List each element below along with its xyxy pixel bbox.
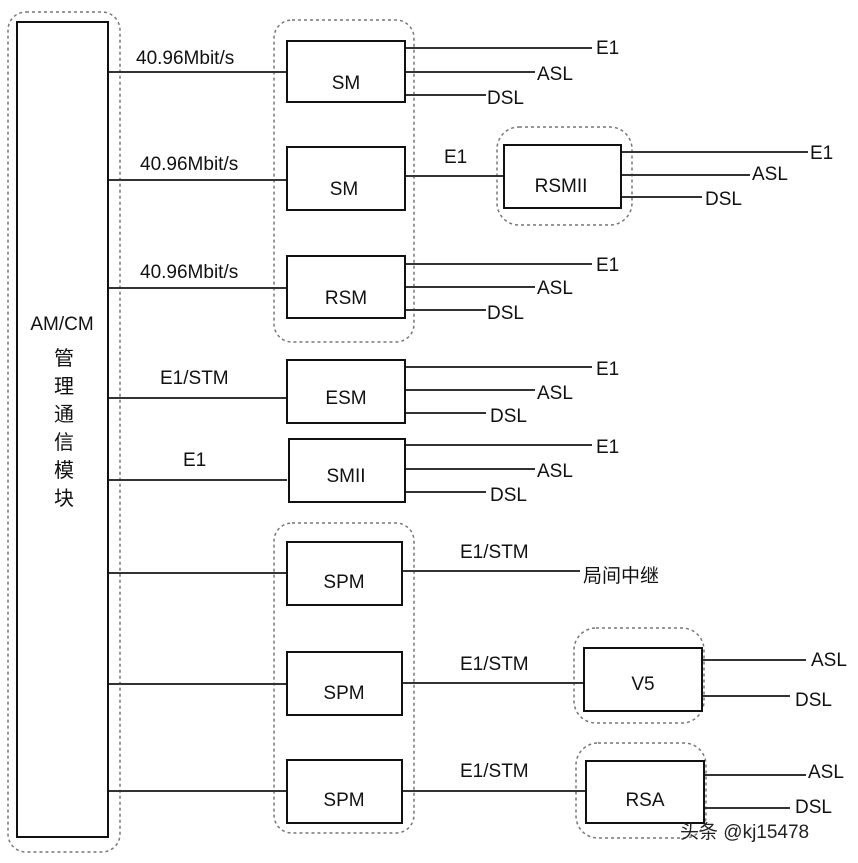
am-cm-block bbox=[16, 21, 109, 838]
output-label-esm-e1: E1 bbox=[596, 359, 619, 380]
link-label-sm-1: 40.96Mbit/s bbox=[136, 48, 234, 69]
am-cm-char-2: 理 bbox=[54, 376, 74, 398]
output-label-smii-e1: E1 bbox=[596, 437, 619, 458]
module-box-spm-1 bbox=[286, 541, 403, 606]
am-cm-label: AM/CM bbox=[30, 314, 93, 335]
module-label-spm-1: SPM bbox=[323, 572, 364, 593]
remote-label-rsmii: RSMII bbox=[535, 176, 588, 197]
module-box-rsm bbox=[286, 255, 406, 319]
output-label-rsa-dsl: DSL bbox=[795, 797, 832, 818]
remote-box-v5 bbox=[583, 647, 703, 712]
output-lines bbox=[402, 47, 808, 809]
output-label-rsm-asl: ASL bbox=[537, 278, 573, 299]
am-cm-char-6: 块 bbox=[54, 487, 74, 510]
remote-link-label-rsmii: E1 bbox=[444, 147, 467, 168]
watermark-text: 头条 @kj15478 bbox=[680, 821, 809, 843]
link-label-esm: E1/STM bbox=[160, 368, 229, 389]
output-label-smii-asl: ASL bbox=[537, 461, 573, 482]
remote-label-rsa: RSA bbox=[625, 790, 664, 811]
module-label-rsm: RSM bbox=[325, 288, 367, 309]
module-label-smii: SMII bbox=[326, 466, 365, 487]
module-box-spm-3 bbox=[286, 759, 403, 824]
module-box-spm-2 bbox=[286, 651, 403, 716]
output-label-sm-1-dsl: DSL bbox=[487, 88, 524, 109]
module-box-esm bbox=[286, 359, 406, 424]
remote-link-label-rsa: E1/STM bbox=[460, 761, 529, 782]
output-label-v5-dsl: DSL bbox=[795, 690, 832, 711]
remote-label-v5: V5 bbox=[631, 674, 654, 695]
module-label-spm-3: SPM bbox=[323, 790, 364, 811]
module-box-sm-1 bbox=[286, 40, 406, 103]
output-label-sm-1-e1: E1 bbox=[596, 38, 619, 59]
output-label-v5-asl: ASL bbox=[811, 650, 847, 671]
am-cm-char-5: 模 bbox=[54, 459, 74, 482]
output-label-rsa-asl: ASL bbox=[808, 762, 844, 783]
module-label-spm-2: SPM bbox=[323, 683, 364, 704]
module-label-esm: ESM bbox=[325, 388, 366, 409]
module-box-smii bbox=[288, 438, 406, 503]
remote-box-rsmii bbox=[503, 144, 622, 209]
group-outline-rsa bbox=[575, 742, 707, 839]
output-label-rsm-dsl: DSL bbox=[487, 303, 524, 324]
module-label-sm-1: SM bbox=[332, 73, 361, 94]
module-label-sm-2: SM bbox=[330, 179, 359, 200]
remote-link-label-v5: E1/STM bbox=[460, 654, 529, 675]
am-cm-char-3: 通 bbox=[54, 403, 74, 426]
trunk-lines bbox=[108, 71, 287, 792]
module-box-sm-2 bbox=[286, 146, 406, 211]
group-outline-main bbox=[7, 11, 121, 853]
output-label-sm-1-asl: ASL bbox=[537, 64, 573, 85]
group-outline-v5 bbox=[573, 627, 705, 724]
output-label-rsmii-e1: E1 bbox=[810, 143, 833, 164]
link-label-rsm: 40.96Mbit/s bbox=[140, 262, 238, 283]
output-labels: E1 ASL DSL E1 ASL DSL E1 ASL DSL E1 ASL … bbox=[487, 38, 847, 818]
group-outline-spm bbox=[273, 522, 415, 834]
output-label-esm-dsl: DSL bbox=[490, 406, 527, 427]
am-cm-char-1: 管 bbox=[54, 347, 74, 370]
remote-link-label-spm-1: E1/STM bbox=[460, 542, 529, 563]
remote-box-rsa bbox=[585, 760, 705, 824]
output-label-rsmii-dsl: DSL bbox=[705, 189, 742, 210]
am-cm-char-4: 信 bbox=[54, 431, 74, 454]
destination-label-trunk: 局间中继 bbox=[583, 565, 659, 587]
link-label-sm-2: 40.96Mbit/s bbox=[140, 154, 238, 175]
output-label-rsm-e1: E1 bbox=[596, 255, 619, 276]
output-label-rsmii-asl: ASL bbox=[752, 164, 788, 185]
output-label-esm-asl: ASL bbox=[537, 383, 573, 404]
link-label-smii: E1 bbox=[183, 450, 206, 471]
output-label-smii-dsl: DSL bbox=[490, 485, 527, 506]
